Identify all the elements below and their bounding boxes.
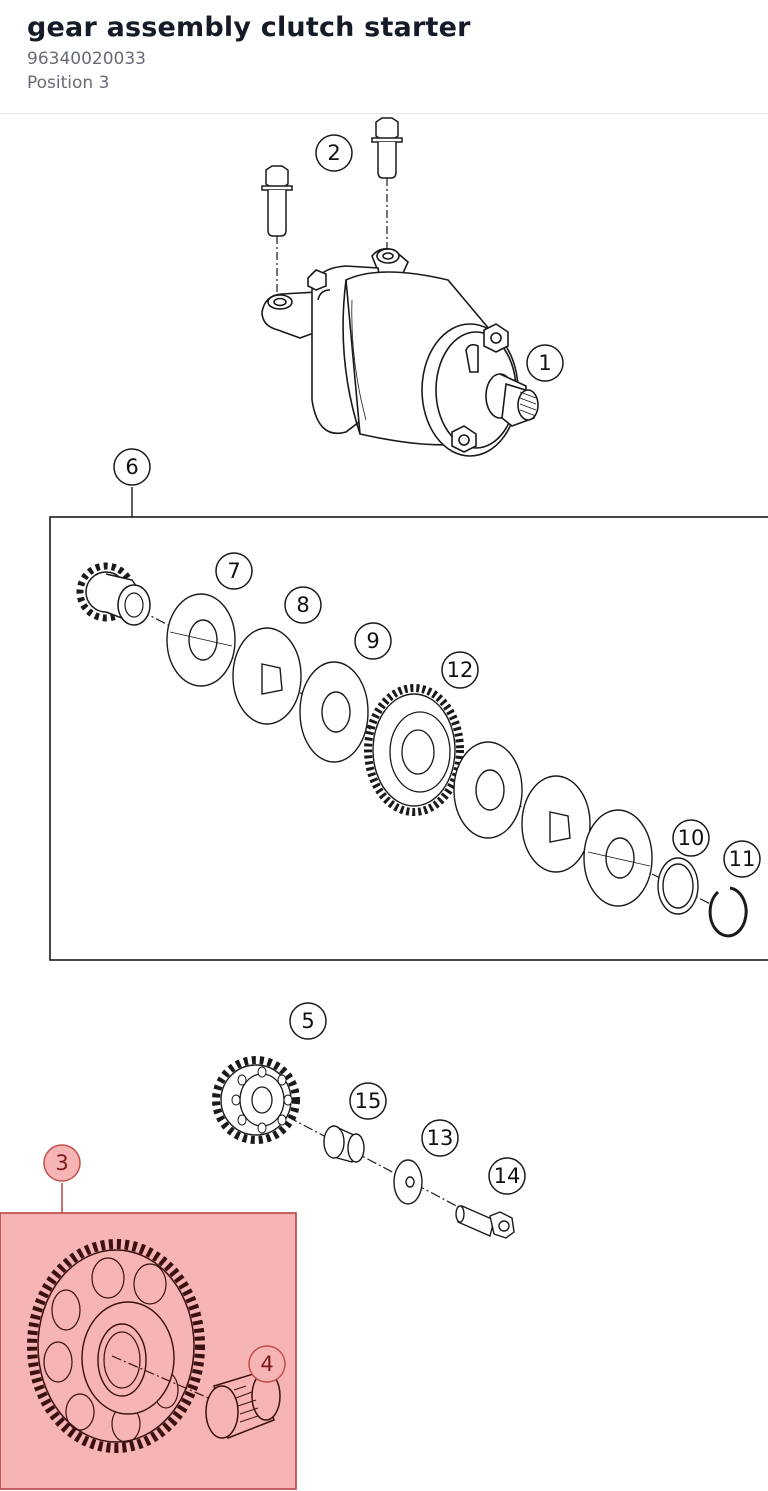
callout-9-label: 9 (366, 629, 379, 653)
callout-1-circle (526, 344, 564, 382)
callout-15[interactable]: 15 (349, 1082, 387, 1120)
bolt-axis-lines (276, 178, 388, 295)
callout-7-label: 7 (227, 559, 240, 583)
group-6-box (49, 516, 768, 961)
callout-10-circle (672, 819, 710, 857)
callout-13-circle (421, 1119, 459, 1157)
callout-14[interactable]: 14 (488, 1157, 526, 1195)
callout-3[interactable]: 3 (43, 1144, 81, 1182)
callout-11[interactable]: 11 (723, 840, 761, 878)
callout-12-label: 12 (447, 658, 474, 682)
callout-12[interactable]: 12 (441, 651, 479, 689)
callout-2[interactable]: 2 (315, 134, 353, 172)
header: gear assembly clutch starter 96340020033… (0, 0, 768, 114)
position-label: Position 3 (27, 73, 110, 93)
needle-bearing-4[interactable] (205, 1371, 281, 1440)
callout-4-label: 4 (260, 1352, 273, 1376)
part-number: 96340020033 (27, 49, 146, 69)
callout-8[interactable]: 8 (284, 586, 322, 624)
washer-8[interactable] (232, 627, 302, 725)
callout-9[interactable]: 9 (354, 622, 392, 660)
gear-5[interactable] (212, 1056, 300, 1144)
callout-10[interactable]: 10 (672, 819, 710, 857)
callout-1[interactable]: 1 (526, 344, 564, 382)
starter-motor[interactable] (261, 248, 539, 457)
callout-8-circle (284, 586, 322, 624)
circlip-11[interactable] (708, 886, 748, 938)
bolt-left[interactable] (261, 165, 293, 237)
callout-13[interactable]: 13 (421, 1119, 459, 1157)
callout-4-circle (248, 1345, 286, 1383)
callout-2-label: 2 (327, 141, 340, 165)
callout-9-circle (354, 622, 392, 660)
callout-13-label: 13 (427, 1126, 454, 1150)
callout-6-circle (113, 448, 151, 486)
callout-5-label: 5 (301, 1009, 314, 1033)
callout-11-circle (723, 840, 761, 878)
callout-14-circle (488, 1157, 526, 1195)
callout-8-label: 8 (296, 593, 309, 617)
callout-5-circle (289, 1002, 327, 1040)
callout-2-circle (315, 134, 353, 172)
page-title: gear assembly clutch starter (27, 12, 471, 43)
bushing-15[interactable] (323, 1124, 365, 1163)
washer-c[interactable] (583, 809, 653, 907)
callout-7[interactable]: 7 (215, 552, 253, 590)
callout-10-label: 10 (678, 826, 705, 850)
callout-15-label: 15 (355, 1089, 382, 1113)
callout-5[interactable]: 5 (289, 1002, 327, 1040)
callout-12-circle (441, 651, 479, 689)
washer-a[interactable] (453, 741, 523, 839)
washer-13[interactable] (393, 1159, 423, 1205)
ring-gear-12[interactable] (364, 684, 464, 816)
bolt-14[interactable] (455, 1205, 515, 1239)
callout-3-label: 3 (55, 1151, 68, 1175)
callout-3-circle (43, 1144, 81, 1182)
bolt-right[interactable] (371, 117, 403, 179)
callout-7-circle (215, 552, 253, 590)
starter-gear-3[interactable] (27, 1239, 205, 1453)
gear5-axis-line (255, 1099, 503, 1231)
washer-b[interactable] (521, 775, 591, 873)
callout-14-label: 14 (494, 1164, 521, 1188)
washer-7[interactable] (166, 593, 236, 687)
callout-6-label: 6 (125, 455, 138, 479)
callout-15-circle (349, 1082, 387, 1120)
callout-1-label: 1 (538, 351, 551, 375)
pinion-gear[interactable] (76, 562, 151, 626)
callout-11-label: 11 (729, 847, 756, 871)
callout-4[interactable]: 4 (248, 1345, 286, 1383)
callout-6[interactable]: 6 (113, 448, 151, 486)
washer-9[interactable] (299, 661, 369, 763)
ring-10[interactable] (657, 857, 699, 915)
